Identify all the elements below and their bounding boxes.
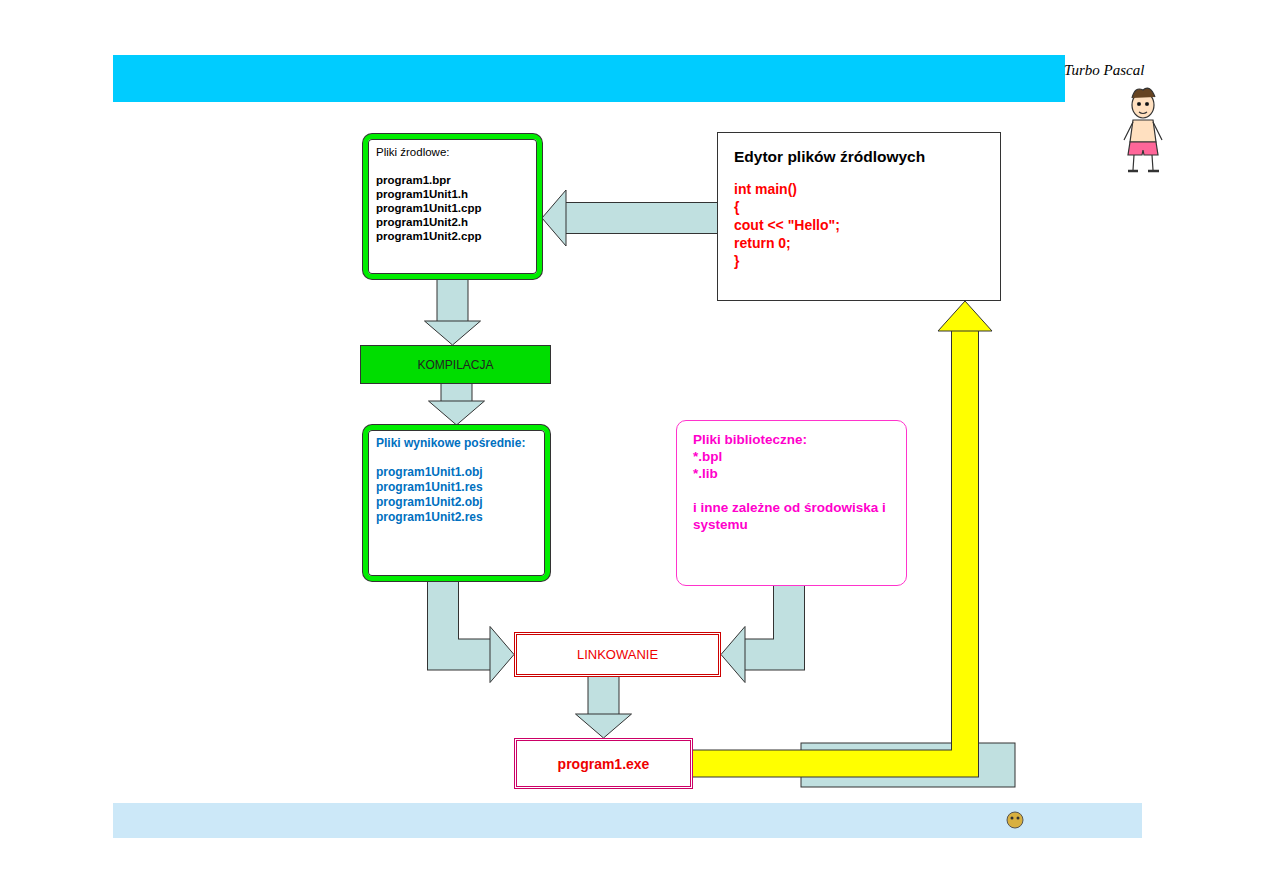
flow-arrow (721, 586, 789, 683)
flow-arrow (576, 677, 632, 738)
arrow-outline (744, 586, 789, 655)
box-text: i inne zależne od środowiska i systemu (693, 499, 890, 533)
box-heading: KOMPILACJA (417, 358, 493, 372)
header-band (113, 55, 1065, 102)
footer-icon (1007, 812, 1023, 828)
arrow-outline (588, 677, 620, 715)
arrow-outline (443, 581, 491, 655)
box-heading: Pliki źrodlowe: (376, 145, 529, 159)
box-text: *.lib (693, 465, 890, 482)
arrow-shaft (438, 279, 468, 322)
arrow-outline (565, 202, 717, 234)
text-wrap: KOMPILACJA (417, 358, 493, 372)
arrow-shaft (443, 581, 491, 655)
arrow-shaft (744, 586, 789, 655)
arrow-head (721, 627, 745, 683)
box-text: *.bpl (693, 448, 890, 465)
text-wrap: LINKOWANIE (577, 647, 658, 662)
arrow-shaft (565, 203, 717, 233)
box-text: program1.bpr (376, 173, 529, 187)
output-file-box: program1.exe (514, 738, 693, 789)
footer-band (113, 803, 1142, 838)
box-text: } (734, 252, 984, 270)
library-files-box: Pliki biblioteczne:*.bpl*.lib i inne zale… (676, 420, 907, 586)
box-text: program1Unit1.h (376, 187, 529, 201)
box-text: program1Unit1.obj (376, 465, 537, 480)
box-text: { (734, 198, 984, 216)
box-heading: LINKOWANIE (577, 647, 658, 662)
object-files-box: Pliki wynikowe pośrednie: program1Unit1.o… (363, 425, 550, 581)
box-text: program1Unit1.cpp (376, 201, 529, 215)
arrow-outline (441, 384, 473, 402)
box-text: program1Unit2.res (376, 510, 537, 525)
arrow-head (542, 190, 566, 246)
box-text: cout << "Hello"; (734, 216, 984, 234)
arrow-head (938, 301, 992, 331)
process-box: LINKOWANIE (514, 632, 721, 677)
box-heading: Pliki biblioteczne: (693, 431, 890, 448)
flow-arrow (425, 279, 481, 345)
flow-arrow (542, 190, 717, 246)
arrow-outline (437, 279, 469, 322)
process-box: KOMPILACJA (360, 345, 551, 384)
box-text: program1Unit1.res (376, 480, 537, 495)
arrow-shaft (442, 384, 472, 402)
logo-text: Turbo Pascal (1064, 62, 1144, 79)
editor-box: Edytor plików źródlowych int main(){cout … (717, 132, 1001, 301)
flow-arrow (429, 384, 485, 425)
arrow-head (490, 627, 514, 683)
arrow-head (425, 321, 481, 345)
box-heading: Edytor plików źródlowych (734, 147, 984, 166)
box-text: return 0; (734, 234, 984, 252)
arrow-shaft (589, 677, 619, 715)
box-heading: Pliki wynikowe pośrednie: (376, 436, 537, 451)
arrow-head (429, 401, 485, 425)
box-text: int main() (734, 180, 984, 198)
text-wrap: program1.exe (558, 756, 650, 772)
box-text: program1Unit2.cpp (376, 229, 529, 243)
arrow-head (576, 714, 632, 738)
box-text: program1Unit2.obj (376, 495, 537, 510)
flow-arrow (443, 581, 514, 683)
cartoon-figure (1124, 88, 1162, 171)
box-heading: program1.exe (558, 756, 650, 772)
source-files-box: Pliki źrodlowe:program1.bprprogram1Unit1… (363, 134, 542, 279)
box-text: program1Unit2.h (376, 215, 529, 229)
